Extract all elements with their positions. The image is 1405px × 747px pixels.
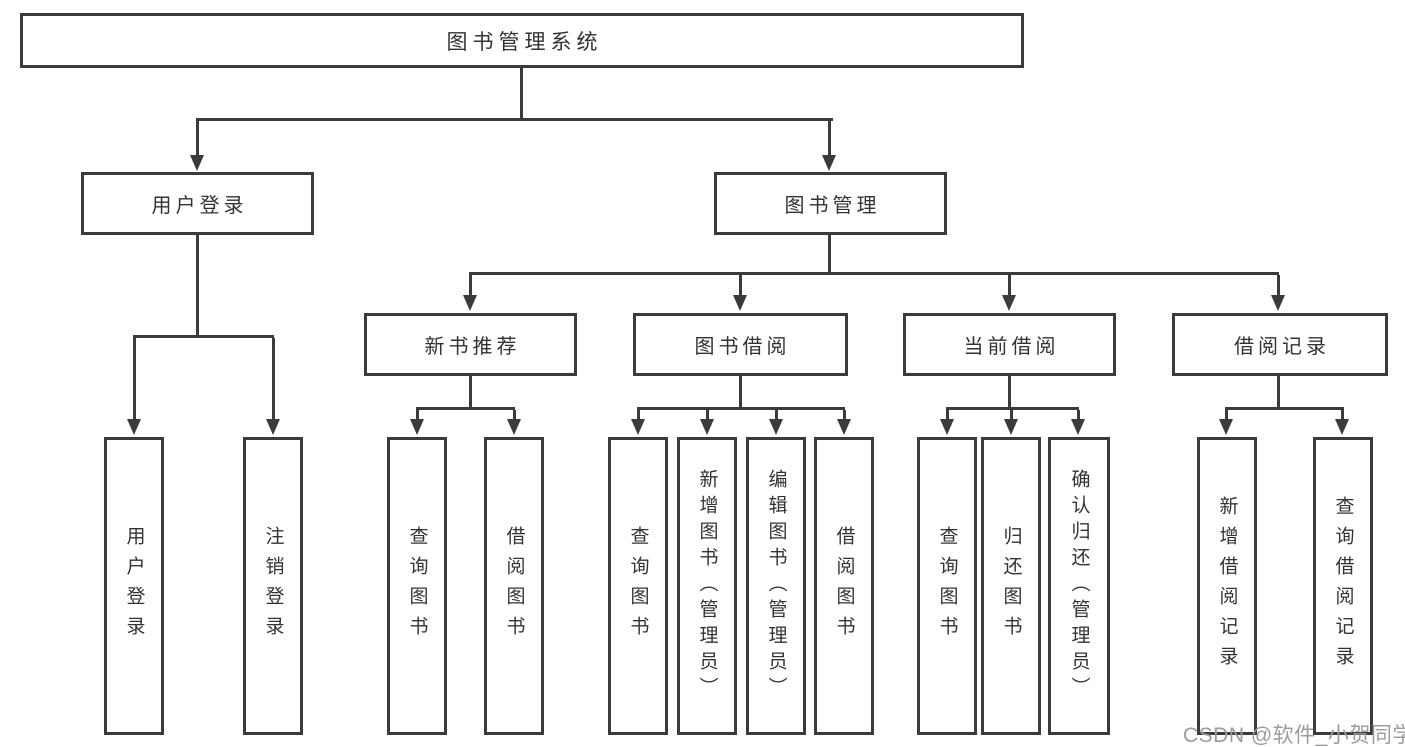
connector-line (637, 410, 640, 420)
node-book-mgmt: 图书管理 (714, 172, 947, 235)
leaf-confirm-return-admin: 确认归还（管理员） (1048, 437, 1110, 735)
connector-line (1077, 410, 1080, 420)
leaf-query-book-recommend: 查询图书 (387, 437, 447, 735)
connector-line (469, 272, 1279, 275)
connector-line (196, 235, 199, 335)
connector-line (1225, 407, 1344, 410)
connector-line (416, 410, 419, 420)
leaf-edit-book-admin: 编辑图书（管理员） (746, 437, 806, 735)
arrow-down-icon (822, 155, 836, 171)
arrow-down-icon (410, 419, 424, 435)
leaf-label: 查询图书 (936, 526, 958, 646)
connector-line (739, 376, 742, 407)
arrow-down-icon (266, 419, 280, 435)
connector-line (1341, 410, 1344, 420)
leaf-label: 确认归还（管理员） (1068, 469, 1090, 703)
node-root: 图书管理系统 (20, 13, 1024, 68)
connector-line (843, 410, 846, 420)
arrow-down-icon (631, 419, 645, 435)
leaf-user-login: 用户登录 (104, 437, 164, 735)
arrow-down-icon (1002, 295, 1016, 311)
connector-line (1277, 275, 1280, 296)
node-new-book-recommend: 新书推荐 (364, 313, 577, 376)
arrow-down-icon (1271, 295, 1285, 311)
leaf-label: 借阅图书 (503, 526, 525, 646)
arrow-down-icon (700, 419, 714, 435)
arrow-down-icon (940, 419, 954, 435)
leaf-label: 编辑图书（管理员） (765, 469, 787, 703)
connector-line (1008, 275, 1011, 296)
leaf-label: 用户登录 (123, 526, 145, 646)
connector-line (775, 410, 778, 420)
node-book-borrow: 图书借阅 (633, 313, 848, 376)
leaf-label: 查询图书 (406, 526, 428, 646)
leaf-return-book: 归还图书 (981, 437, 1041, 735)
connector-line (133, 335, 274, 338)
leaf-label: 归还图书 (1000, 526, 1022, 646)
connector-line (946, 407, 1079, 410)
leaf-borrow-book: 借阅图书 (814, 437, 874, 735)
connector-line (1010, 410, 1013, 420)
connector-line (946, 410, 949, 420)
leaf-add-borrow-record: 新增借阅记录 (1197, 437, 1257, 735)
arrow-down-icon (127, 419, 141, 435)
connector-line (1225, 410, 1228, 420)
connector-line (513, 410, 516, 420)
connector-line (196, 121, 199, 156)
node-current-borrow: 当前借阅 (903, 313, 1116, 376)
arrow-down-icon (837, 419, 851, 435)
leaf-add-book-admin: 新增图书（管理员） (677, 437, 737, 735)
arrow-down-icon (1004, 419, 1018, 435)
arrow-down-icon (463, 295, 477, 311)
leaf-label: 借阅图书 (833, 526, 855, 646)
arrow-down-icon (190, 155, 204, 171)
connector-line (828, 235, 831, 272)
connector-line (1277, 376, 1280, 407)
connector-line (739, 275, 742, 296)
connector-line (520, 68, 523, 118)
node-borrow-record: 借阅记录 (1172, 313, 1388, 376)
leaf-query-borrow-record: 查询借阅记录 (1313, 437, 1373, 735)
connector-line (196, 118, 833, 121)
watermark: CSDN @软件_小贺同学 (1183, 724, 1405, 747)
leaf-label: 查询借阅记录 (1332, 496, 1354, 676)
arrow-down-icon (1071, 419, 1085, 435)
leaf-label: 查询图书 (627, 526, 649, 646)
leaf-logout-login: 注销登录 (243, 437, 303, 735)
arrow-down-icon (507, 419, 521, 435)
arrow-down-icon (769, 419, 783, 435)
arrow-down-icon (1219, 419, 1233, 435)
leaf-query-book-borrow: 查询图书 (608, 437, 668, 735)
leaf-query-book-current: 查询图书 (917, 437, 977, 735)
leaf-borrow-book-recommend: 借阅图书 (484, 437, 544, 735)
connector-line (416, 407, 515, 410)
connector-line (706, 410, 709, 420)
leaf-label: 新增借阅记录 (1216, 496, 1238, 676)
leaf-label: 新增图书（管理员） (696, 469, 718, 703)
connector-line (469, 376, 472, 407)
leaf-label: 注销登录 (262, 526, 284, 646)
arrow-down-icon (1335, 419, 1349, 435)
connector-line (637, 407, 845, 410)
connector-line (469, 275, 472, 296)
connector-line (828, 121, 831, 156)
connector-line (272, 338, 275, 419)
node-user-login: 用户登录 (81, 172, 314, 235)
arrow-down-icon (733, 295, 747, 311)
connector-line (133, 338, 136, 419)
connector-line (1008, 376, 1011, 407)
